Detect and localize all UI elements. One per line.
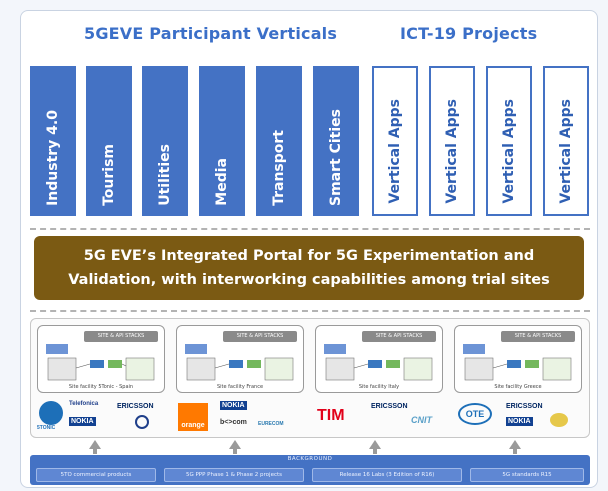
vertical-media: Media: [199, 66, 245, 216]
arrow-up-icon: [229, 440, 241, 449]
vertical-industry: Industry 4.0: [30, 66, 76, 216]
partner-logo: NOKIA: [506, 417, 533, 426]
arrow-stem: [233, 448, 237, 454]
portal-line-1: 5G EVE’s Integrated Portal for 5G Experi…: [83, 248, 535, 264]
site-architecture-icon: [185, 344, 294, 381]
partner-logo: ERICSSON: [117, 403, 154, 410]
partner-logo: 5TONIC: [37, 425, 56, 431]
vertical-tourism: Tourism: [86, 66, 132, 216]
partner-logo: orange: [178, 403, 208, 431]
site-caption: Site facility Greece: [494, 384, 542, 390]
arrow-stem: [373, 448, 377, 454]
site-head: SITE & API STACKS: [223, 331, 297, 342]
partner-logo: b<>com: [220, 419, 247, 426]
integrated-portal-bar: 5G EVE’s Integrated Portal for 5G Experi…: [34, 236, 584, 300]
site-greece-partners: OTE ERICSSON NOKIA: [454, 399, 582, 433]
ict-vertical-apps-4: Vertical Apps: [543, 66, 589, 216]
vertical-transport: Transport: [256, 66, 302, 216]
background-item: 5TO commercial products: [36, 468, 156, 482]
vertical-label: Transport: [271, 130, 287, 206]
ict-label: Vertical Apps: [387, 99, 403, 204]
trial-sites-panel: SITE & API STACKS Site facility 5Tonic -…: [30, 318, 590, 438]
site-italy-partners: TIM ERICSSON CNIT: [315, 399, 443, 433]
site-head: SITE & API STACKS: [84, 331, 158, 342]
partner-logo: EURECOM: [258, 421, 284, 427]
site-architecture-icon: [46, 344, 155, 381]
ict19-projects-title: ICT-19 Projects: [400, 24, 538, 43]
vertical-label: Smart Cities: [328, 109, 344, 206]
ict-label: Vertical Apps: [501, 99, 517, 204]
site-caption: Site facility 5Tonic - Spain: [68, 384, 134, 390]
ict-vertical-apps-1: Vertical Apps: [372, 66, 418, 216]
background-title: BACKGROUND: [287, 456, 333, 462]
partner-emblem-icon: [550, 413, 568, 427]
site-architecture-icon: [463, 344, 572, 381]
partner-logo: NOKIA: [220, 401, 247, 410]
site-architecture-icon: [324, 344, 433, 381]
site-italy: SITE & API STACKS Site facility Italy: [315, 325, 443, 393]
site-greece: SITE & API STACKS Site facility Greece: [454, 325, 582, 393]
site-spain-partners: 5TONIC Telefonica ERICSSON NOKIA: [37, 399, 165, 433]
background-item: 5G PPP Phase 1 & Phase 2 projects: [164, 468, 304, 482]
ict-label: Vertical Apps: [558, 99, 574, 204]
5tonic-logo-icon: [39, 401, 63, 425]
background-item: Release 16 Labs (3 Edition of R16): [312, 468, 462, 482]
site-head: SITE & API STACKS: [501, 331, 575, 342]
university-seal-icon: [135, 415, 149, 429]
separator-top: [30, 228, 590, 230]
ict-label: Vertical Apps: [444, 99, 460, 204]
arrow-up-icon: [369, 440, 381, 449]
ict-vertical-apps-3: Vertical Apps: [486, 66, 532, 216]
arrow-stem: [513, 448, 517, 454]
background-bar: BACKGROUND 5TO commercial products 5G PP…: [30, 455, 590, 485]
site-caption: Site facility France: [216, 384, 264, 390]
arrow-up-icon: [509, 440, 521, 449]
separator-bottom: [30, 310, 590, 312]
site-spain: SITE & API STACKS Site facility 5Tonic -…: [37, 325, 165, 393]
background-item: 5G standards R15: [470, 468, 584, 482]
site-caption: Site facility Italy: [358, 384, 400, 390]
vertical-utilities: Utilities: [142, 66, 188, 216]
partner-logo: ERICSSON: [371, 403, 408, 410]
partner-logo: OTE: [458, 403, 492, 425]
site-france: SITE & API STACKS Site facility France: [176, 325, 304, 393]
vertical-label: Utilities: [157, 144, 173, 206]
partner-logo: ERICSSON: [506, 403, 543, 410]
arrow-up-icon: [89, 440, 101, 449]
participant-verticals-title: 5GEVE Participant Verticals: [84, 24, 338, 43]
partner-logo: NOKIA: [69, 417, 96, 426]
partner-logo: TIM: [317, 407, 345, 424]
site-head: SITE & API STACKS: [362, 331, 436, 342]
portal-line-2: Validation, with interworking capabiliti…: [68, 272, 550, 288]
site-france-partners: orange NOKIA b<>com EURECOM: [176, 399, 304, 433]
vertical-label: Industry 4.0: [45, 110, 61, 206]
vertical-smart-cities: Smart Cities: [313, 66, 359, 216]
partner-logo: Telefonica: [69, 401, 99, 407]
arrow-stem: [93, 448, 97, 454]
partner-logo: CNIT: [411, 415, 432, 425]
vertical-label: Tourism: [101, 144, 117, 206]
ict-vertical-apps-2: Vertical Apps: [429, 66, 475, 216]
vertical-label: Media: [214, 158, 230, 206]
